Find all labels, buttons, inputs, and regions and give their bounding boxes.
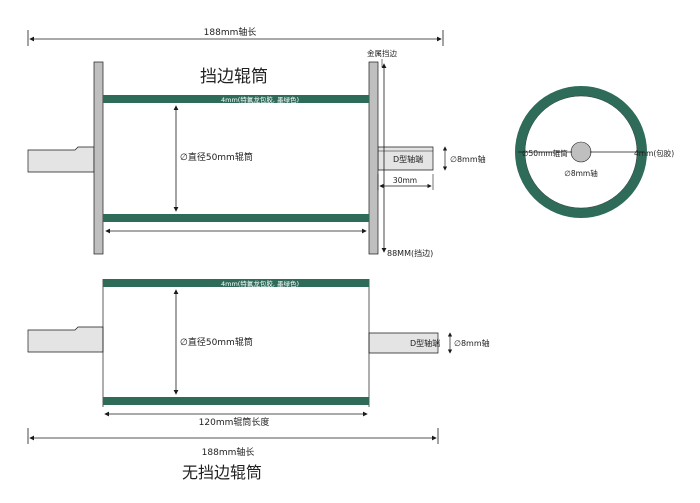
top-flange-diameter-label: 88MM(挡边) <box>387 248 433 258</box>
top-shaft-length-label: 188mm轴长 <box>204 26 257 38</box>
bottom-coating-band-lower <box>103 397 369 405</box>
bottom-shaft-length-label: 188mm轴长 <box>202 446 255 458</box>
top-coating-band-lower <box>103 214 369 222</box>
top-shaft-diameter-label: ∅8mm轴 <box>450 154 486 164</box>
bottom-left-shaft <box>27 326 104 353</box>
bottom-coating-band-upper <box>103 279 369 287</box>
top-coating-label: 4mm(特氟龙包胶, 墨绿色) <box>221 95 299 104</box>
section-tube-label: ∅50mm辊筒 <box>522 148 568 158</box>
top-coating-band-upper <box>103 95 369 103</box>
bottom-diameter-label: ∅直径50mm辊筒 <box>180 336 253 348</box>
bottom-coating-label: 4mm(特氟龙包胶, 墨绿色) <box>221 279 299 288</box>
top-title: 挡边辊筒 <box>200 67 268 87</box>
top-left-flange <box>93 61 104 255</box>
bottom-tube-length-label: 120mm辊筒长度 <box>199 416 270 428</box>
top-shaft-ext-label: 30mm <box>393 176 417 185</box>
metal-flange-label: 金属挡边 <box>367 48 397 58</box>
section-shaft-circle <box>570 141 592 163</box>
section-shaft-label: ∅8mm轴 <box>564 168 597 178</box>
bottom-d-shaft-end-label: D型轴端 <box>410 338 440 348</box>
top-diameter-label: ∅直径50mm辊筒 <box>180 151 253 163</box>
section-coating-label: 4mm(包胶) <box>634 148 674 158</box>
bottom-shaft-diameter-label: ∅8mm轴 <box>454 338 490 348</box>
bottom-title: 无挡边辊筒 <box>182 463 262 482</box>
top-left-shaft <box>27 146 95 173</box>
top-d-shaft-end-label: D型轴端 <box>393 154 423 164</box>
top-right-flange <box>368 61 379 255</box>
